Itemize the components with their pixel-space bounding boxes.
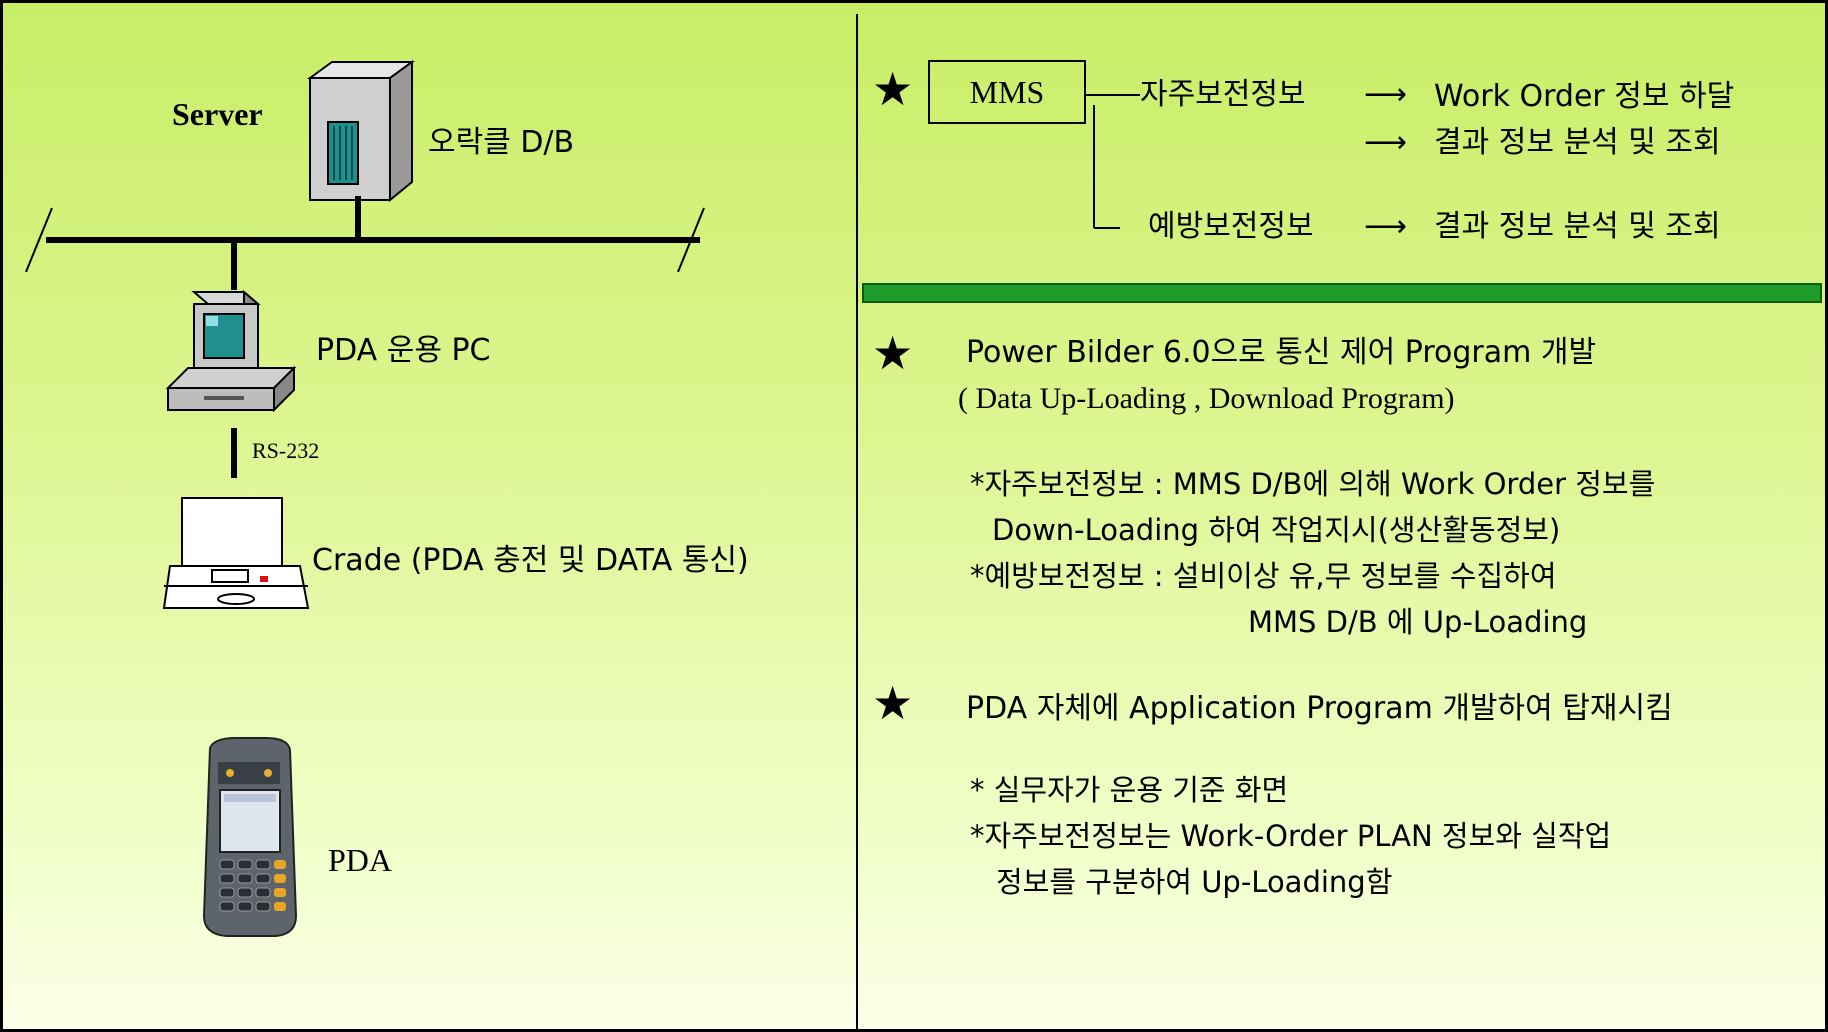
mms-box: MMS xyxy=(928,60,1086,124)
note-2-line-1: *자주보전정보는 Work-Order PLAN 정보와 실작업 xyxy=(970,819,1612,853)
preventive-label: 예방보전정보 xyxy=(1148,209,1314,244)
star-icon: ★ xyxy=(872,676,914,730)
arrow-icon: ⟶ xyxy=(1364,125,1408,160)
self-maint-label: 자주보전정보 xyxy=(1140,77,1306,112)
arrow-icon: ⟶ xyxy=(1364,209,1408,244)
panel-divider xyxy=(856,14,858,1032)
cradle-label: Crade (PDA 충전 및 DATA 통신) xyxy=(312,543,749,578)
note-1: * 실무자가 운용 기준 화면 xyxy=(970,773,1289,807)
arrow-icon: ⟶ xyxy=(1364,77,1408,112)
db-label: 오락클 D/B xyxy=(428,125,575,160)
network-bus xyxy=(25,196,705,478)
pda-label: PDA xyxy=(328,842,393,878)
result-analysis-label-2: 결과 정보 분석 및 조회 xyxy=(1434,209,1721,244)
work-order-label: Work Order 정보 하달 xyxy=(1434,79,1735,114)
result-analysis-label-1: 결과 정보 분석 및 조회 xyxy=(1434,125,1721,160)
server-icon xyxy=(306,60,416,203)
pb-line-2: ( Data Up-Loading , Download Program) xyxy=(958,382,1455,415)
self-maint-desc-2: Down-Loading 하여 작업지시(생산활동정보) xyxy=(992,513,1561,547)
preventive-desc-1: *예방보전정보 : 설비이상 유,무 정보를 수집하여 xyxy=(970,559,1557,593)
pc-icon xyxy=(165,289,297,413)
mms-tree-connectors xyxy=(1086,94,1140,229)
pc-label: PDA 운용 PC xyxy=(316,333,491,368)
preventive-desc-2: MMS D/B 에 Up-Loading xyxy=(1248,605,1588,639)
section-divider-bar xyxy=(862,283,1822,303)
rs232-label: RS-232 xyxy=(252,438,320,463)
self-maint-desc-1: *자주보전정보 : MMS D/B에 의해 Work Order 정보를 xyxy=(970,467,1656,501)
note-2-line-2: 정보를 구분하여 Up-Loading함 xyxy=(996,865,1393,899)
pb-line-1: Power Bilder 6.0으로 통신 제어 Program 개발 xyxy=(966,335,1597,370)
star-icon: ★ xyxy=(872,326,914,380)
pda-app-line: PDA 자체에 Application Program 개발하여 탑재시킴 xyxy=(966,691,1673,726)
server-label: Server xyxy=(172,96,263,132)
pda-device-icon xyxy=(202,737,298,937)
cradle-icon xyxy=(162,497,310,609)
star-icon: ★ xyxy=(872,62,914,116)
